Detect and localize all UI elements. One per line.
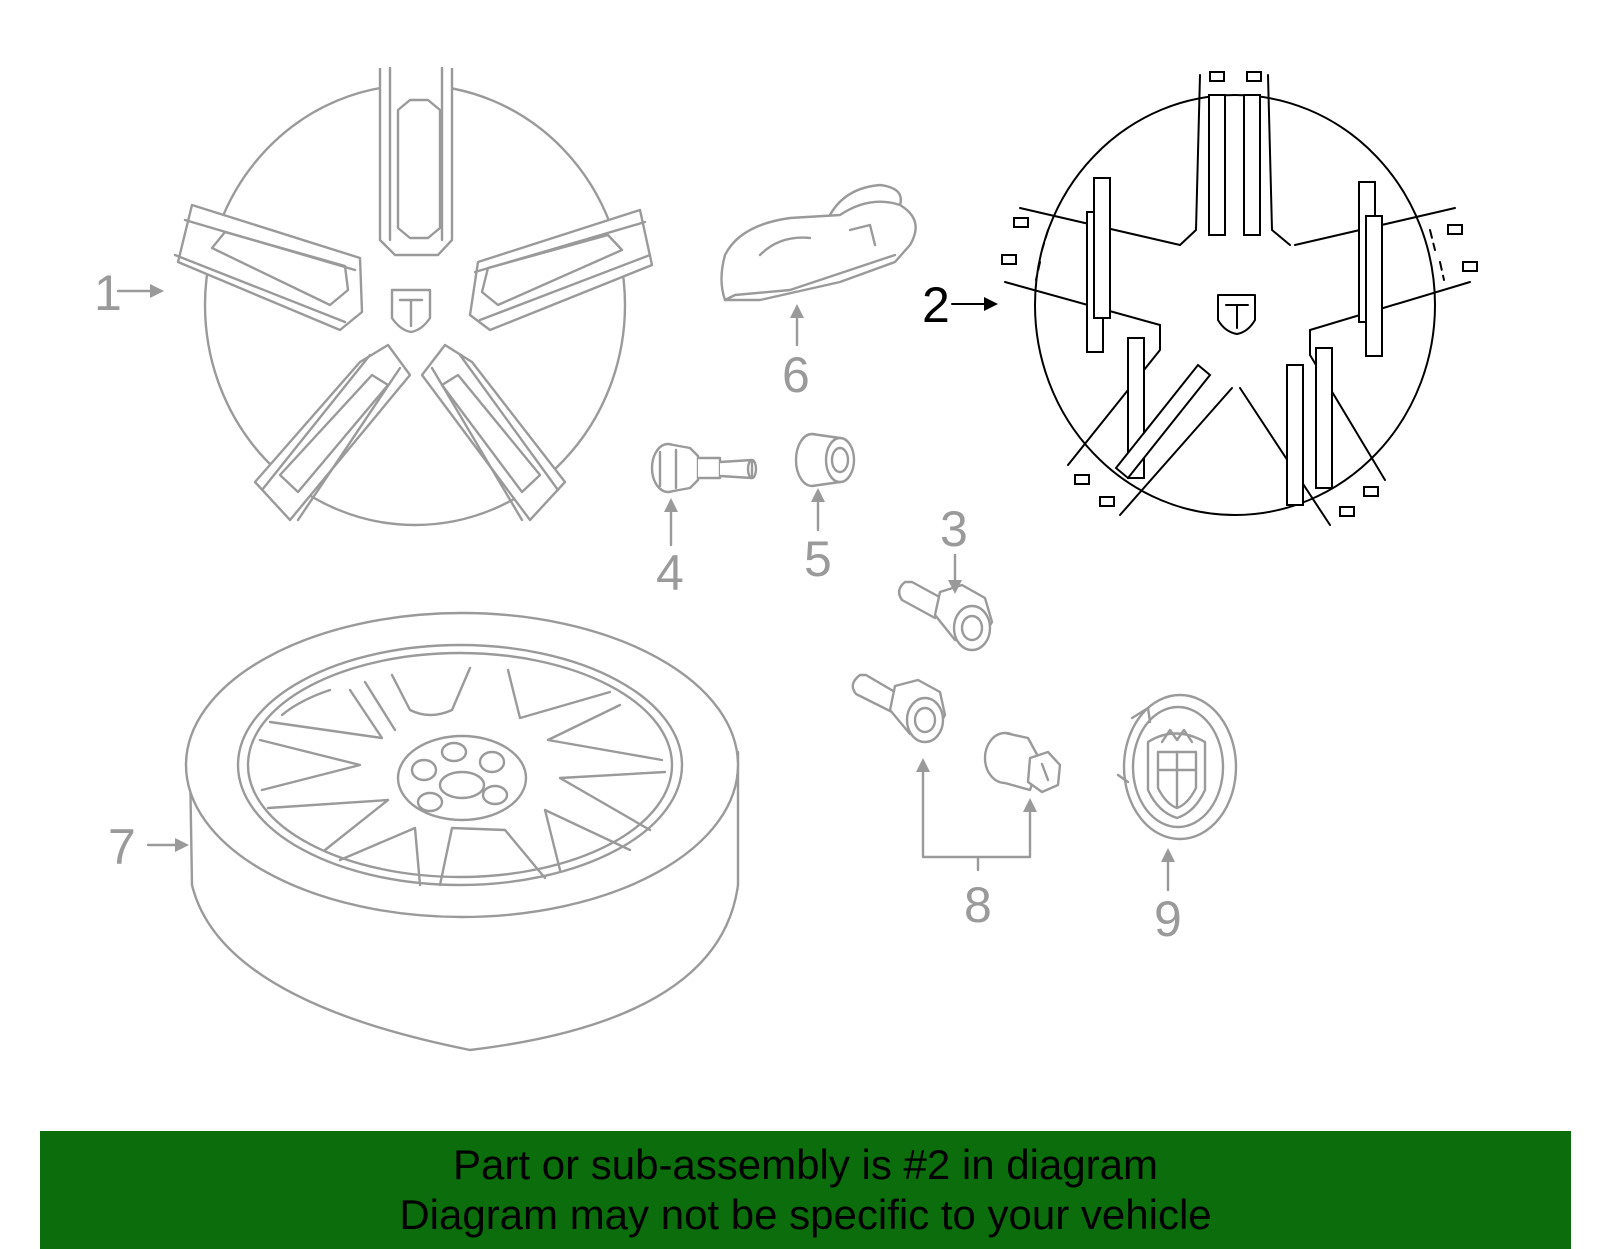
banner-line-1: Part or sub-assembly is #2 in diagram: [453, 1141, 1158, 1188]
grommet-part-5: [794, 432, 856, 488]
banner-line-2: Diagram may not be specific to your vehi…: [399, 1191, 1212, 1238]
center-cap-part-9: [1116, 693, 1238, 841]
wheel-part-2[interactable]: [1001, 71, 1478, 526]
callout-4: 4: [656, 545, 684, 601]
lug-bolt-a-part-8: [851, 673, 947, 744]
valve-stem-part-4: [650, 442, 758, 494]
info-banner: Part or sub-assembly is #2 in diagram Di…: [40, 1131, 1571, 1249]
callout-5: 5: [804, 531, 832, 587]
lug-bolt-part-3: [897, 580, 994, 652]
wheel-part-1: [173, 66, 654, 527]
callout-8: 8: [964, 877, 992, 933]
callout-6: 6: [782, 347, 810, 403]
tire-wheel-assembly-part-7: [184, 611, 740, 1052]
callout-7: 7: [108, 819, 136, 875]
callout-9: 9: [1154, 891, 1182, 947]
tpms-sensor-part-6: [720, 183, 917, 302]
lug-bolt-b-part-8: [983, 731, 1062, 794]
callout-3: 3: [940, 501, 968, 557]
callout-arrows: [116, 284, 1175, 892]
callout-2[interactable]: 2: [922, 277, 950, 333]
callout-1: 1: [94, 265, 122, 321]
